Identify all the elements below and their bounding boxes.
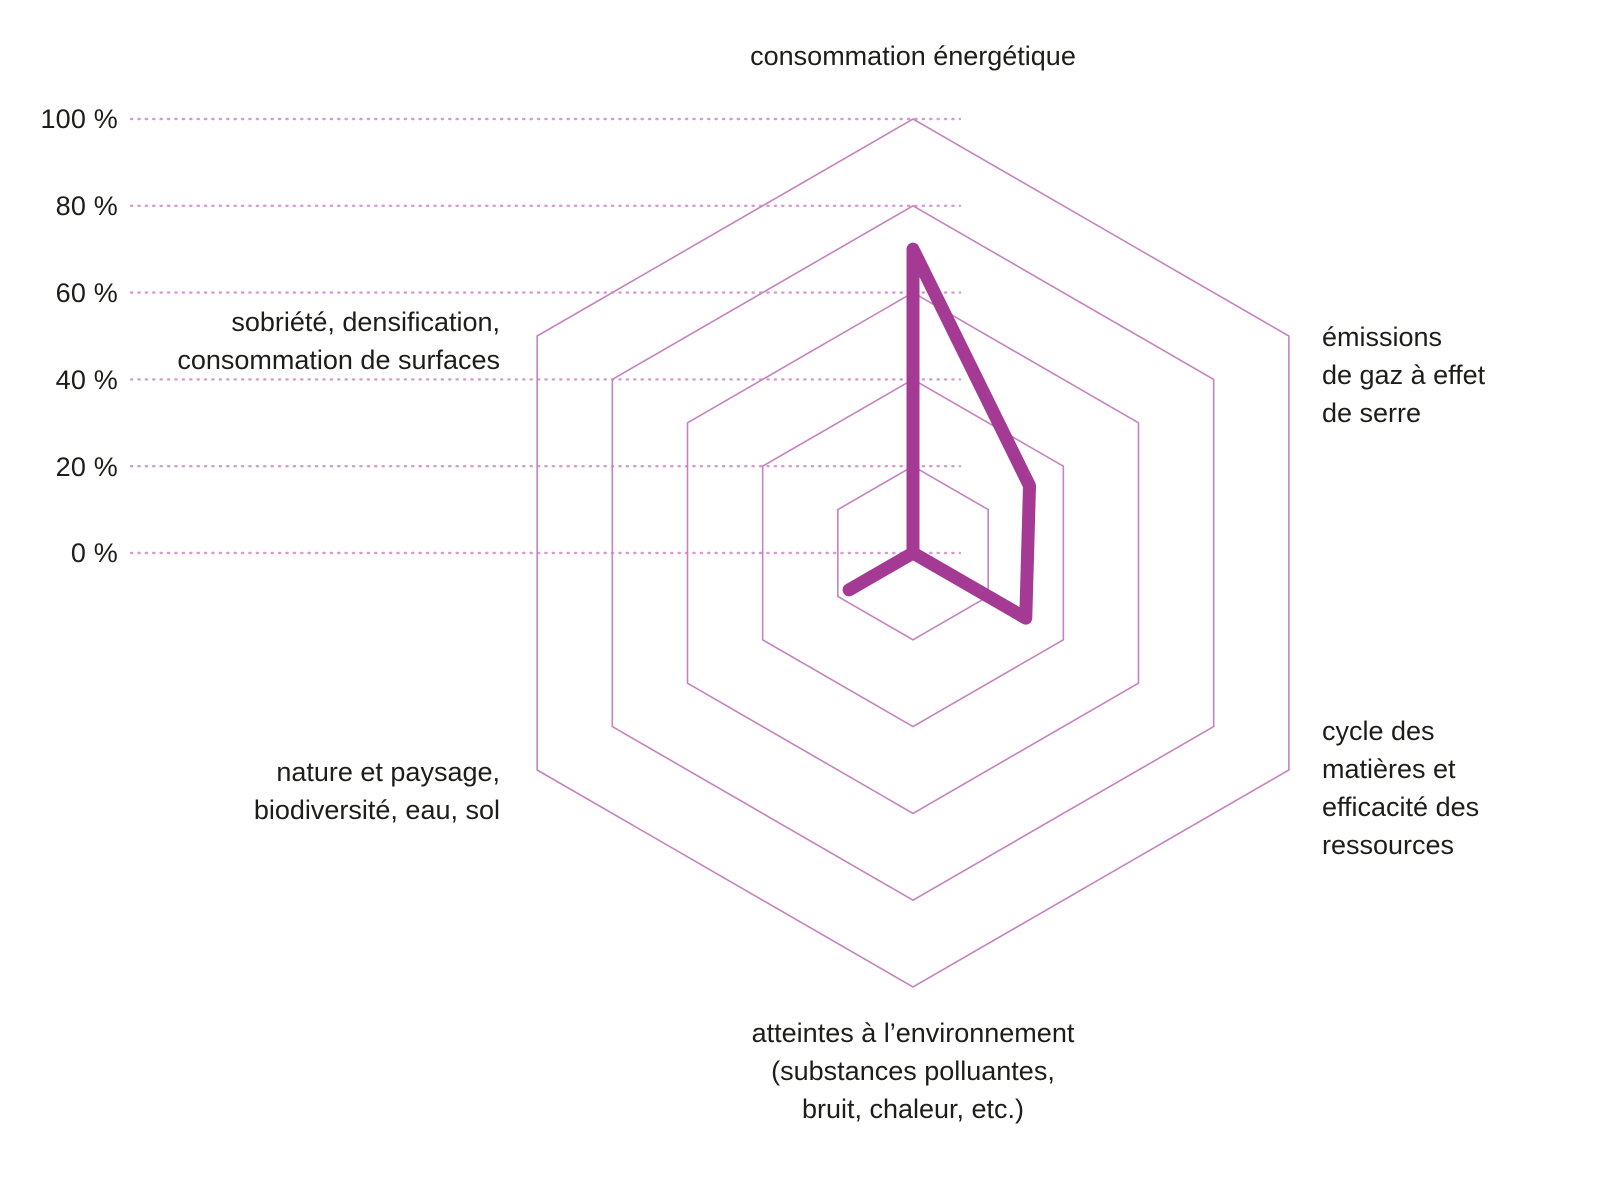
category-line: de gaz à effet xyxy=(1322,360,1486,390)
grid-ring-20 xyxy=(837,465,989,641)
category-line: nature et paysage, xyxy=(276,757,500,787)
horizontal-gridlines xyxy=(129,117,962,555)
axis-tick-80: 80 % xyxy=(55,191,118,221)
grid-ring-100 xyxy=(536,118,1290,988)
grid-ring-60 xyxy=(686,291,1140,815)
category-line: matières et xyxy=(1322,754,1456,784)
category-label-atteintes-environnement: atteintes à l’environnement (substances … xyxy=(613,1014,1213,1128)
grid-ring-40 xyxy=(761,378,1065,728)
axis-tick-20: 20 % xyxy=(55,452,118,482)
category-line: biodiversité, eau, sol xyxy=(253,795,500,825)
category-line: consommation énergétique xyxy=(750,41,1076,71)
category-line: émissions xyxy=(1322,322,1443,352)
category-line: ressources xyxy=(1322,830,1455,860)
category-label-cycle-matieres: cycle des matières et efficacité des res… xyxy=(1322,712,1612,864)
hexagon-grid-rings xyxy=(536,118,1290,988)
category-line: de serre xyxy=(1322,398,1422,428)
category-label-consommation-energetique: consommation énergétique xyxy=(613,37,1213,75)
category-label-nature-paysage: nature et paysage, biodiversité, eau, so… xyxy=(100,753,500,829)
axis-tick-40: 40 % xyxy=(55,365,118,395)
category-label-sobriete-densification: sobriété, densification, consommation de… xyxy=(100,303,500,379)
axis-tick-60: 60 % xyxy=(55,278,118,308)
category-line: sobriété, densification, xyxy=(231,307,500,337)
category-line: efficacité des xyxy=(1322,792,1480,822)
category-line: consommation de surfaces xyxy=(177,345,500,375)
category-line: atteintes à l’environnement xyxy=(751,1018,1075,1048)
category-line: cycle des xyxy=(1322,716,1435,746)
category-line: (substances polluantes, xyxy=(771,1056,1055,1086)
axis-tick-100: 100 % xyxy=(40,104,118,134)
grid-ring-80 xyxy=(611,204,1215,902)
category-line: bruit, chaleur, etc.) xyxy=(801,1094,1025,1124)
series-polygon-consommation xyxy=(842,242,1037,625)
category-label-emissions-gaz: émissions de gaz à effet de serre xyxy=(1322,318,1612,432)
axis-tick-0: 0 % xyxy=(70,538,118,568)
